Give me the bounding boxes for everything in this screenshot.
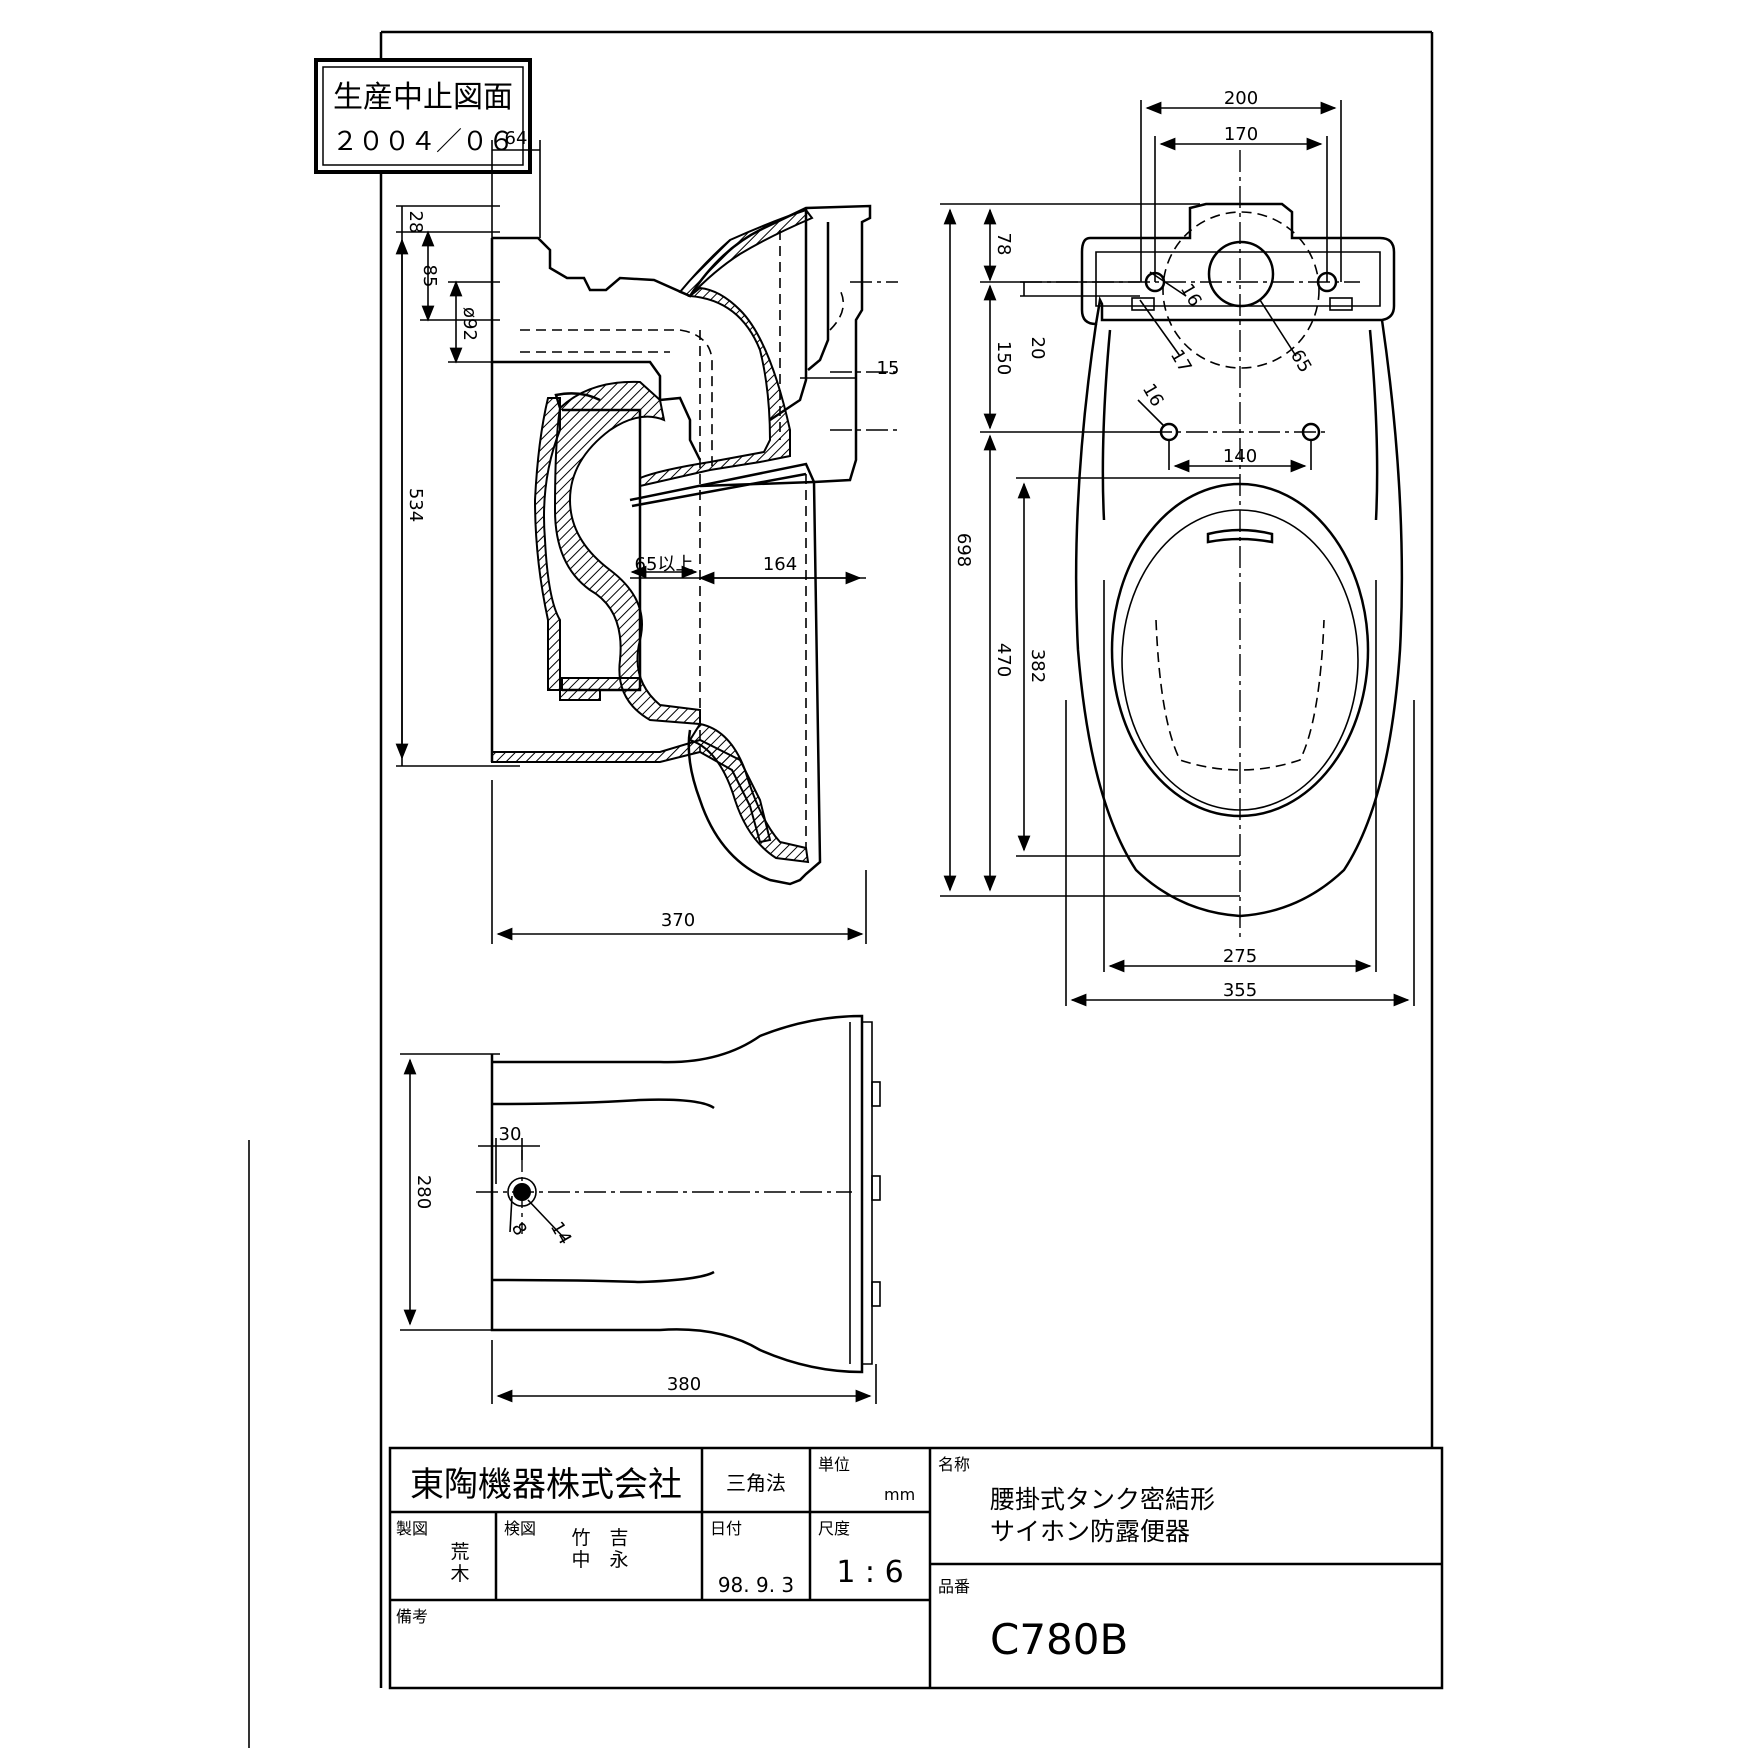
dim-150: 150 <box>993 341 1014 375</box>
top-plan-view: 200 170 78 16 17 65 20 150 16 140 698 47… <box>940 88 1415 1007</box>
dim-top-offset: 28 <box>405 211 426 234</box>
dim-inlet-height: 85 <box>419 265 440 288</box>
unit-value: mm <box>884 1485 915 1504</box>
dim-bottom-height: 280 <box>413 1175 434 1209</box>
dim-pipe-diameter: ø92 <box>459 307 480 341</box>
dim-width: 370 <box>661 910 695 931</box>
dim-total-height: 534 <box>405 488 426 522</box>
checked-label: 検図 <box>504 1519 536 1538</box>
scale-label: 尺度 <box>818 1519 850 1538</box>
side-section-view: 28 85 ø92 534 64 65以上 164 15 370 <box>395 128 900 944</box>
dim-outer-hole-span: 200 <box>1224 88 1258 109</box>
drawing-frame <box>248 30 1434 1748</box>
date-label: 日付 <box>710 1519 742 1538</box>
discontinued-stamp: 生産中止図面 ２００４／０６ <box>314 58 532 174</box>
dim-bolt-span: 140 <box>1223 446 1257 467</box>
company-name: 東陶機器株式会社 <box>410 1465 682 1505</box>
dim-edge-offset: 30 <box>499 1124 522 1145</box>
dim-hole-16b: 16 <box>1138 380 1168 410</box>
date-value: 98. 9. 3 <box>718 1573 794 1597</box>
scale-value: 1 : 6 <box>836 1555 903 1590</box>
dim-seat-length: 382 <box>1027 649 1048 683</box>
name-label: 名称 <box>938 1455 970 1474</box>
dim-small-left: 64 <box>505 128 528 149</box>
product-name-line1: 腰掛式タンク密結形 <box>990 1485 1215 1514</box>
dim-wall-gap: 15 <box>877 358 900 379</box>
checked-by-1: 竹 吉 <box>571 1527 628 1549</box>
dim-min-clearance: 65以上 <box>635 554 694 575</box>
dim-depth: 164 <box>763 554 797 575</box>
stamp-date: ２００４／０６ <box>332 127 514 157</box>
dim-overall-width: 355 <box>1223 980 1257 1001</box>
unit-label: 単位 <box>818 1455 850 1474</box>
stamp-title: 生産中止図面 <box>333 80 513 115</box>
projection-method: 三角法 <box>726 1471 786 1495</box>
dim-seat-width: 275 <box>1223 946 1257 967</box>
title-block: 東陶機器株式会社 三角法 単位 mm 名称 腰掛式タンク密結形 サイホン防露便器… <box>388 1446 1444 1690</box>
dim-hole-17: 17 <box>1166 346 1196 376</box>
dim-overall-length: 698 <box>953 533 974 567</box>
drawn-label: 製図 <box>396 1519 428 1538</box>
dim-bowl-length: 470 <box>993 643 1014 677</box>
dim-inner-hole-span: 170 <box>1224 124 1258 145</box>
dim-bottom-width: 380 <box>667 1374 701 1395</box>
checked-by-2: 中 永 <box>571 1549 628 1571</box>
drawn-by-1: 荒 <box>450 1541 469 1563</box>
bottom-view: 30 280 8 14 380 <box>400 1014 881 1404</box>
drawn-by-2: 木 <box>450 1563 469 1585</box>
part-number-label: 品番 <box>938 1577 970 1596</box>
remarks-label: 備考 <box>396 1607 428 1626</box>
dim-20: 20 <box>1027 337 1048 360</box>
product-name-line2: サイホン防露便器 <box>990 1517 1190 1546</box>
dim-tank-depth: 78 <box>993 233 1014 256</box>
part-number: C780B <box>990 1615 1128 1664</box>
